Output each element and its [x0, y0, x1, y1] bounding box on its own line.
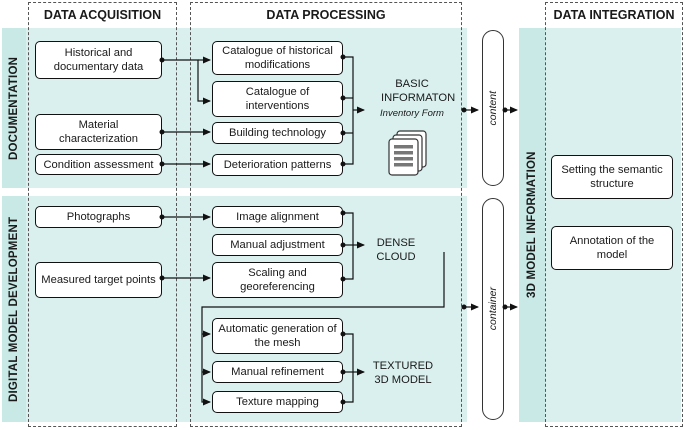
column-title-acquisition: DATA ACQUISITION	[43, 8, 162, 22]
integration-band	[545, 28, 681, 422]
automatic-mesh-box: Automatic generation of the mesh	[212, 318, 343, 354]
column-title-integration: DATA INTEGRATION	[553, 8, 675, 22]
model-info-bar	[519, 28, 545, 422]
inventory-form-icon	[388, 130, 427, 176]
material-characterization-box: Material characterization	[35, 114, 162, 150]
basic-information-text: BASIC INFORMATON	[381, 78, 456, 104]
semantic-structure-box: Setting the semantic structure	[551, 155, 673, 199]
manual-refinement-box: Manual refinement	[212, 361, 343, 383]
textured-model-label: TEXTURED 3D MODEL	[372, 360, 434, 386]
building-technology-box: Building technology	[212, 122, 343, 144]
column-title-processing: DATA PROCESSING	[266, 8, 386, 22]
texture-mapping-box: Texture mapping	[212, 391, 343, 413]
basic-information-label: BASIC INFORMATON Inventory Form	[362, 77, 462, 119]
row-label-documentation: DOCUMENTATION	[2, 28, 26, 188]
integration-label: 3D MODEL INFORMATION	[526, 151, 538, 299]
container-link-pill: container	[482, 198, 504, 420]
manual-adjustment-box: Manual adjustment	[212, 234, 343, 256]
image-alignment-box: Image alignment	[212, 206, 343, 228]
integration-column	[545, 2, 683, 427]
acquisition-column	[28, 2, 177, 427]
catalogue-modifications-box: Catalogue of historical modifications	[212, 41, 343, 75]
condition-assessment-box: Condition assessment	[35, 154, 162, 175]
dense-cloud-label: DENSE CLOUD	[376, 237, 416, 263]
scaling-georeferencing-box: Scaling and georeferencing	[212, 262, 343, 298]
measured-points-box: Measured target points	[35, 262, 162, 298]
content-link-label: content	[487, 90, 499, 126]
deterioration-patterns-box: Deterioration patterns	[212, 154, 343, 176]
processing-column	[190, 2, 462, 427]
inventory-form-label: Inventory Form	[380, 108, 444, 119]
row-label-digital-model: DIGITAL MODEL DEVELOPMENT	[2, 196, 26, 422]
photographs-box: Photographs	[35, 206, 162, 228]
content-link-pill: content	[482, 30, 504, 186]
annotation-box: Annotation of the model	[551, 226, 673, 270]
catalogue-interventions-box: Catalogue of interventions	[212, 81, 343, 117]
historical-data-box: Historical and documentary data	[35, 41, 162, 79]
container-link-label: container	[487, 287, 499, 331]
